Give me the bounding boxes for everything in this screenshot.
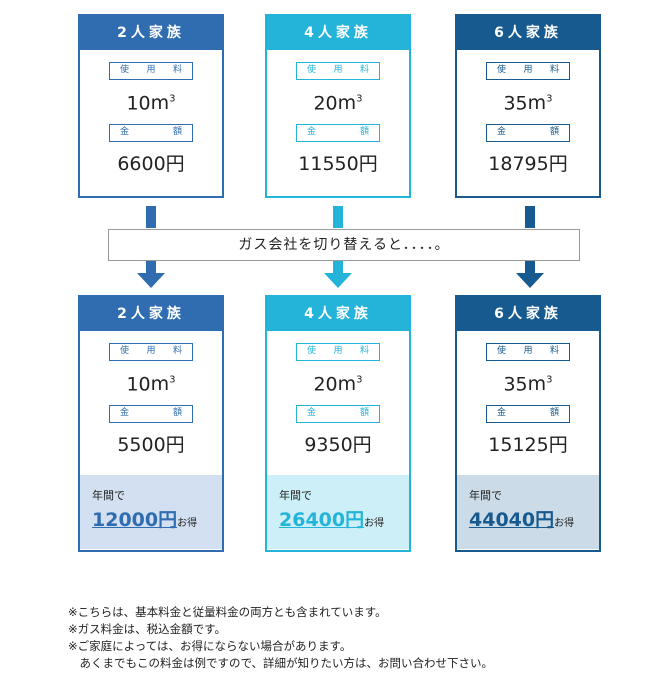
- usage-value: 20m3: [313, 92, 363, 115]
- annual-savings: 年間で 26400円お得: [267, 475, 409, 549]
- card-title: 4人家族: [267, 16, 409, 50]
- amount-value: 15125円: [488, 434, 568, 456]
- savings-suffix: お得: [554, 518, 575, 529]
- usage-value: 35m3: [503, 373, 553, 396]
- footnote: ※こちらは、基本料金と従量料金の両方とも含まれています。: [68, 605, 387, 619]
- usage-label: 使用料: [109, 343, 193, 361]
- amount-value: 9350円: [304, 434, 372, 456]
- card-title: 2人家族: [80, 297, 222, 331]
- arrow-down-icon: [324, 206, 352, 288]
- usage-label: 使用料: [486, 62, 570, 80]
- arrow-down-icon: [137, 206, 165, 288]
- amount-label: 金額: [296, 124, 380, 142]
- savings-label: 年間で: [279, 489, 312, 502]
- usage-label: 使用料: [486, 343, 570, 361]
- annual-savings: 年間で 12000円お得: [80, 475, 222, 549]
- amount-value: 18795円: [488, 153, 568, 175]
- footnotes: ※こちらは、基本料金と従量料金の両方とも含まれています。 ※ガス料金は、税込金額…: [68, 604, 493, 672]
- footnote: あくまでもこの料金は例ですので、詳細が知りたい方は、お問い合わせ下さい。: [68, 656, 494, 670]
- footnote: ※ご家庭によっては、お得にならない場合があります。: [68, 639, 352, 653]
- usage-value: 10m3: [126, 373, 176, 396]
- amount-label: 金額: [296, 405, 380, 423]
- card-title: 4人家族: [267, 297, 409, 331]
- amount-label: 金額: [486, 124, 570, 142]
- card-before-2-person: 2人家族 使用料 10m3 金額 6600円: [78, 14, 224, 198]
- savings-amount: 26400円: [279, 509, 365, 531]
- savings-label: 年間で: [92, 489, 125, 502]
- annual-savings: 年間で 44040円お得: [457, 475, 599, 549]
- card-before-6-person: 6人家族 使用料 35m3 金額 18795円: [455, 14, 601, 198]
- amount-value: 6600円: [117, 153, 185, 175]
- card-before-4-person: 4人家族 使用料 20m3 金額 11550円: [265, 14, 411, 198]
- amount-label: 金額: [109, 405, 193, 423]
- card-after-4-person: 4人家族 使用料 20m3 金額 9350円 年間で 26400円お得: [265, 295, 411, 552]
- amount-value: 11550円: [298, 153, 378, 175]
- usage-label: 使用料: [296, 343, 380, 361]
- savings-suffix: お得: [364, 518, 385, 529]
- card-title: 6人家族: [457, 16, 599, 50]
- usage-label: 使用料: [109, 62, 193, 80]
- usage-label: 使用料: [296, 62, 380, 80]
- card-title: 2人家族: [80, 16, 222, 50]
- savings-amount: 44040円: [469, 509, 555, 531]
- usage-value: 10m3: [126, 92, 176, 115]
- savings-label: 年間で: [469, 489, 502, 502]
- card-after-2-person: 2人家族 使用料 10m3 金額 5500円 年間で 12000円お得: [78, 295, 224, 552]
- amount-label: 金額: [486, 405, 570, 423]
- card-title: 6人家族: [457, 297, 599, 331]
- amount-value: 5500円: [117, 434, 185, 456]
- savings-amount: 12000円: [92, 509, 178, 531]
- usage-value: 20m3: [313, 373, 363, 396]
- footnote: ※ガス料金は、税込金額です。: [68, 622, 226, 636]
- usage-value: 35m3: [503, 92, 553, 115]
- arrow-down-icon: [516, 206, 544, 288]
- switch-banner: ガス会社を切り替えると．．．．。: [108, 229, 580, 261]
- card-after-6-person: 6人家族 使用料 35m3 金額 15125円 年間で 44040円お得: [455, 295, 601, 552]
- amount-label: 金額: [109, 124, 193, 142]
- savings-suffix: お得: [177, 518, 198, 529]
